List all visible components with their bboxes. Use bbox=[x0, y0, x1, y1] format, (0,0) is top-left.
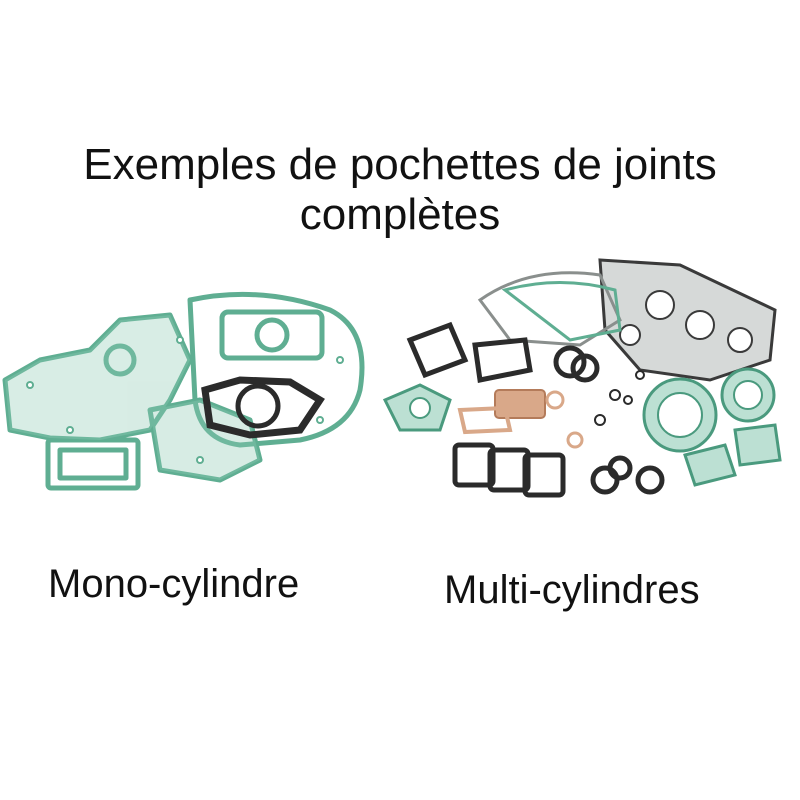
mono-cylinder-gasket-image bbox=[2, 291, 365, 491]
page-title: Exemples de pochettes de joints complète… bbox=[0, 140, 800, 240]
multi-cylinder-gasket-image bbox=[382, 258, 782, 498]
title-line-2: complètes bbox=[299, 190, 501, 239]
title-line-1: Exemples de pochettes de joints bbox=[83, 140, 717, 189]
mono-cylinder-caption: Mono-cylindre bbox=[48, 562, 300, 606]
multi-cylinder-caption: Multi-cylindres bbox=[444, 568, 700, 612]
